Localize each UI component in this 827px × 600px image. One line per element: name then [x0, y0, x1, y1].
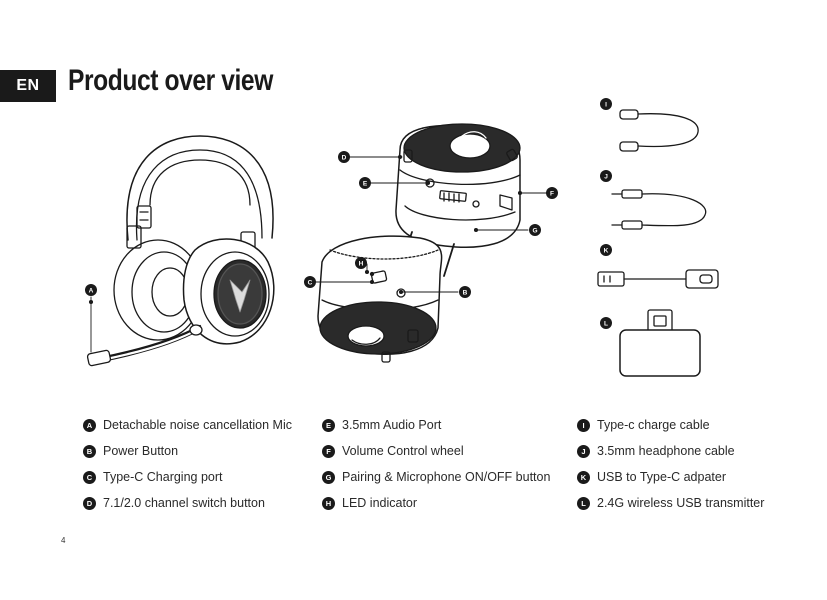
legend-item: G Pairing & Microphone ON/OFF button [322, 464, 550, 490]
callout-b: B [459, 286, 471, 298]
page-title: Product over view [68, 64, 273, 97]
callout-leaders [88, 154, 547, 353]
legend-item: B Power Button [83, 438, 292, 464]
svg-text:H: H [359, 260, 364, 267]
legend-column-1: A Detachable noise cancellation Mic B Powe… [83, 412, 292, 516]
svg-text:A: A [89, 287, 94, 294]
legend-item: A Detachable noise cancellation Mic [83, 412, 292, 438]
legend-badge: H [322, 496, 335, 510]
legend-badge: I [577, 418, 590, 432]
legend-badge: F [322, 444, 335, 458]
svg-text:E: E [363, 180, 368, 187]
legend-item: H LED indicator [322, 490, 550, 516]
legend-item: K USB to Type-C adpater [577, 464, 764, 490]
legend-badge: K [577, 470, 590, 484]
legend-label: LED indicator [342, 496, 418, 510]
legend-column-3: I Type-c charge cable J 3.5mm headphone ca… [577, 412, 764, 516]
legend-item: D 7.1/2.0 channel switch button [83, 490, 292, 516]
legend-label: USB to Type-C adpater [597, 470, 727, 484]
callout-j: J [600, 170, 612, 182]
legend-badge: D [83, 496, 96, 510]
legend-item: E 3.5mm Audio Port [322, 412, 550, 438]
page-number: 4 [61, 536, 66, 545]
svg-text:C: C [308, 279, 313, 286]
callout-e: E [359, 177, 371, 189]
legend-label: 2.4G wireless USB transmitter [597, 496, 765, 510]
legend-badge: G [322, 470, 335, 484]
usb-transmitter-drawing [619, 309, 701, 377]
callout-k: K [600, 244, 612, 256]
callout-d: D [338, 151, 350, 163]
legend-label: Type-c charge cable [597, 418, 710, 432]
legend-badge: L [577, 496, 590, 510]
svg-text:K: K [604, 247, 609, 254]
svg-text:L: L [604, 320, 608, 327]
callout-c: C [304, 276, 316, 288]
callout-a: A [85, 284, 97, 296]
legend-item: L 2.4G wireless USB transmitter [577, 490, 764, 516]
legend-badge: A [83, 418, 96, 432]
legend-label: Power Button [103, 444, 179, 458]
callout-g: G [529, 224, 541, 236]
svg-text:I: I [605, 101, 607, 108]
svg-text:F: F [550, 190, 554, 197]
svg-text:J: J [604, 173, 608, 180]
legend-badge: B [83, 444, 96, 458]
language-tab: EN [0, 70, 56, 102]
typec-cable-drawing [619, 109, 699, 152]
legend-label: 3.5mm Audio Port [342, 418, 442, 432]
svg-text:B: B [463, 289, 468, 296]
legend-label: Type-C Charging port [103, 470, 223, 484]
legend-badge: C [83, 470, 96, 484]
headset-drawing [86, 135, 275, 367]
legend-label: Detachable noise cancellation Mic [103, 418, 292, 432]
headphone-cable-drawing [611, 189, 707, 230]
legend-label: Pairing & Microphone ON/OFF button [342, 470, 551, 484]
legend-label: Volume Control wheel [342, 444, 464, 458]
legend-item: J 3.5mm headphone cable [577, 438, 764, 464]
legend-label: 7.1/2.0 channel switch button [103, 496, 265, 510]
callout-f: F [546, 187, 558, 199]
legend-badge: E [322, 418, 335, 432]
callout-h: H [355, 257, 367, 269]
earcup-top-drawing [395, 123, 521, 277]
legend-item: C Type-C Charging port [83, 464, 292, 490]
callout-i: I [600, 98, 612, 110]
legend-label: 3.5mm headphone cable [597, 444, 735, 458]
legend-item: F Volume Control wheel [322, 438, 550, 464]
svg-text:D: D [342, 154, 347, 161]
legend-badge: J [577, 444, 590, 458]
legend-item: I Type-c charge cable [577, 412, 764, 438]
svg-text:G: G [532, 227, 537, 234]
callout-l: L [600, 317, 612, 329]
earcup-bottom-drawing [317, 235, 443, 363]
usb-adapter-drawing [597, 269, 719, 289]
